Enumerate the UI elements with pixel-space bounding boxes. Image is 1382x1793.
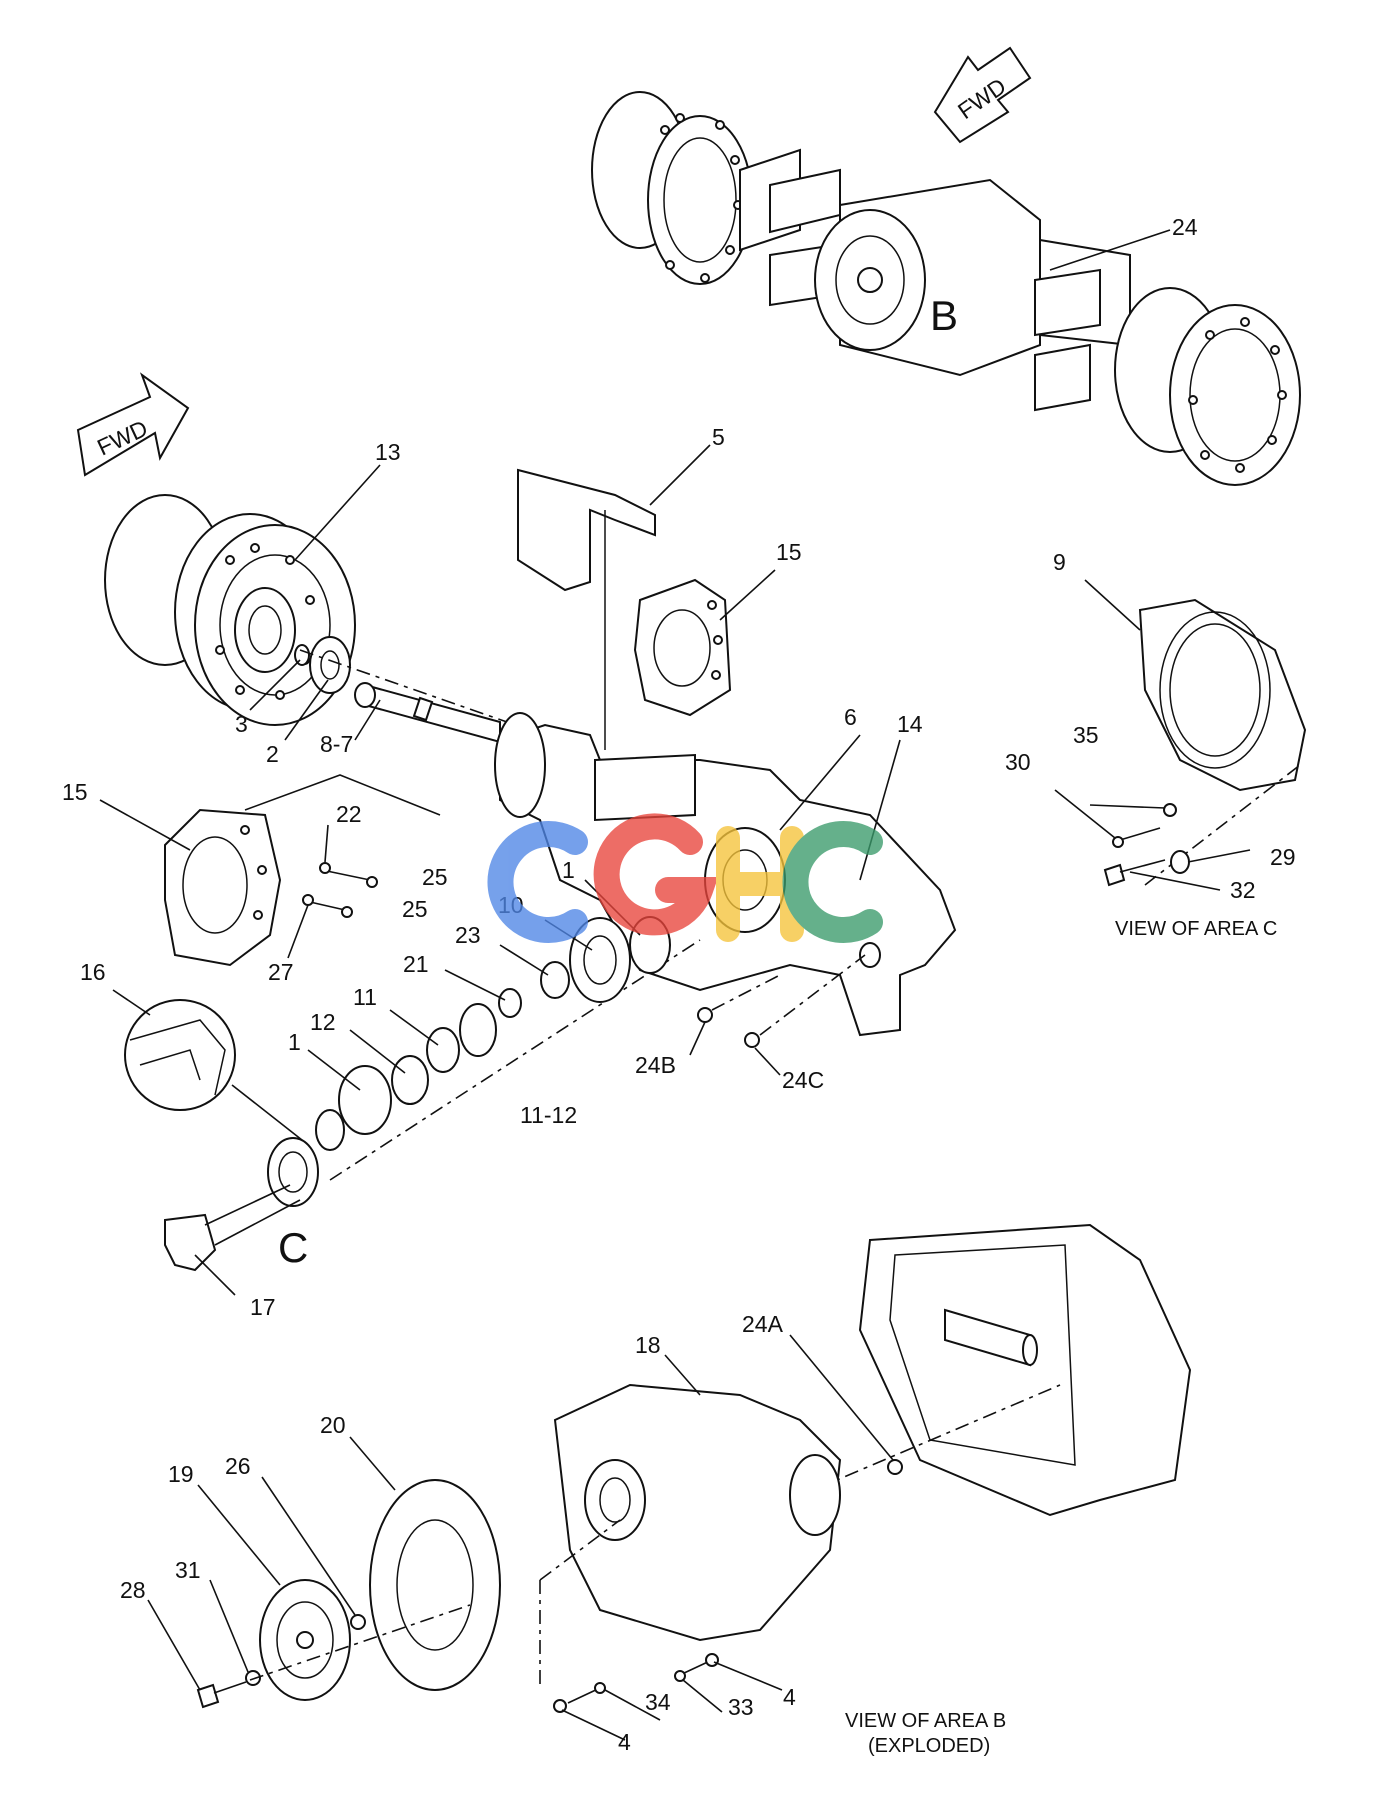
fwd-arrow-left: FWD <box>76 372 190 477</box>
label-14: 14 <box>897 711 923 737</box>
view-area-b: VIEW OF AREA B (EXPLODED) <box>196 1223 1192 1757</box>
wheel-hub-13 <box>104 494 356 726</box>
disc-20 <box>369 1479 501 1691</box>
watermark-letter-c1 <box>487 821 588 943</box>
label-27: 27 <box>268 959 294 985</box>
bolt-25-lower <box>309 901 353 918</box>
label-5: 5 <box>712 424 725 450</box>
label-26: 26 <box>225 1453 251 1479</box>
label-32: 32 <box>1230 877 1256 903</box>
label-2: 2 <box>266 741 279 767</box>
wheel-bolts-right <box>1188 317 1287 473</box>
bolt-33 <box>674 1659 713 1682</box>
label-8-7: 8-7 <box>320 731 353 757</box>
label-11: 11 <box>353 984 377 1010</box>
watermark-letter-c2 <box>782 821 883 943</box>
ring-small <box>315 1109 345 1151</box>
label-20: 20 <box>320 1412 346 1438</box>
washer-26 <box>350 1614 366 1630</box>
bolt-25-upper <box>321 869 378 888</box>
yoke-17 <box>164 1184 301 1272</box>
label-21: 21 <box>403 951 429 977</box>
snap-ring-3 <box>294 644 310 666</box>
bolt-30 <box>1112 827 1161 848</box>
nut-24a <box>887 1459 903 1475</box>
label-16: 16 <box>80 959 106 985</box>
bolt-34 <box>567 1682 606 1704</box>
washer-31 <box>245 1670 261 1686</box>
label-4-left: 4 <box>618 1729 631 1755</box>
nut-24c <box>744 954 866 1048</box>
label-3: 3 <box>235 711 248 737</box>
seal-10 <box>569 917 631 1003</box>
washer-27 <box>302 894 314 906</box>
brake-caliper-15-right <box>633 578 732 717</box>
axle-assembly-top: B <box>591 91 1301 486</box>
label-29: 29 <box>1270 844 1296 870</box>
washer-4-left <box>553 1699 567 1713</box>
o-ring-1-lower <box>338 1065 392 1135</box>
label-15-left: 15 <box>62 779 88 805</box>
label-6: 6 <box>844 704 857 730</box>
view-area-b-caption-1: VIEW OF AREA B <box>845 1710 1006 1732</box>
part-labels: 24 13 5 15 9 3 2 8-7 6 14 35 30 15 22 25… <box>62 214 1296 1755</box>
washer-22 <box>319 862 331 874</box>
ring-12 <box>391 1055 429 1105</box>
label-31: 31 <box>175 1557 201 1583</box>
label-24c: 24C <box>782 1067 824 1093</box>
label-33: 33 <box>728 1694 754 1720</box>
label-30: 30 <box>1005 749 1031 775</box>
label-1-upper: 1 <box>562 857 575 883</box>
view-area-b-caption-2: (EXPLODED) <box>868 1735 990 1757</box>
label-9: 9 <box>1053 549 1066 575</box>
ring-23 <box>540 961 570 999</box>
area-b-marker: B <box>930 292 958 339</box>
drive-gear-2 <box>309 636 351 694</box>
label-1-lower: 1 <box>288 1029 301 1055</box>
brake-caliper-15-left <box>164 808 282 967</box>
label-15-right: 15 <box>776 539 802 565</box>
label-12: 12 <box>310 1009 336 1035</box>
nut-24b <box>697 974 781 1023</box>
ring-21 <box>498 988 522 1018</box>
label-18: 18 <box>635 1332 661 1358</box>
view-area-c-caption: VIEW OF AREA C <box>1115 918 1277 940</box>
label-13: 13 <box>375 439 401 465</box>
seal-carrier <box>267 1137 319 1207</box>
bolt-28 <box>196 1681 247 1709</box>
label-35: 35 <box>1073 722 1099 748</box>
guard-5 <box>517 468 656 750</box>
bearing-11-12 <box>459 1003 497 1057</box>
washer-4-right <box>705 1653 719 1667</box>
label-25-lower: 25 <box>402 896 428 922</box>
label-11-12: 11-12 <box>520 1102 577 1128</box>
axle-shaft-8-7 <box>354 682 501 744</box>
washer-29 <box>1170 850 1190 874</box>
label-25-upper: 25 <box>422 864 448 890</box>
washer-35 <box>1163 803 1177 817</box>
label-24b: 24B <box>635 1052 676 1078</box>
area-c-marker: C <box>278 1224 308 1271</box>
watermark-letter-g <box>593 813 719 936</box>
differential-18 <box>553 1383 842 1642</box>
splined-shaft <box>944 1308 1038 1367</box>
label-28: 28 <box>120 1577 146 1603</box>
label-4-right: 4 <box>783 1684 796 1710</box>
yoke-19 <box>259 1579 351 1701</box>
label-34: 34 <box>645 1689 671 1715</box>
label-23: 23 <box>455 922 481 948</box>
view-area-c: VIEW OF AREA C <box>1103 598 1307 940</box>
detail-16 <box>124 999 236 1111</box>
label-24a: 24A <box>742 1311 784 1337</box>
label-24: 24 <box>1172 214 1198 240</box>
bearing-11 <box>426 1027 460 1073</box>
label-19: 19 <box>168 1461 194 1487</box>
fwd-arrow-top: FWD <box>933 46 1032 144</box>
cghc-watermark <box>487 813 883 943</box>
label-22: 22 <box>336 801 362 827</box>
bolt-32 <box>1103 859 1166 887</box>
label-17: 17 <box>250 1294 276 1320</box>
